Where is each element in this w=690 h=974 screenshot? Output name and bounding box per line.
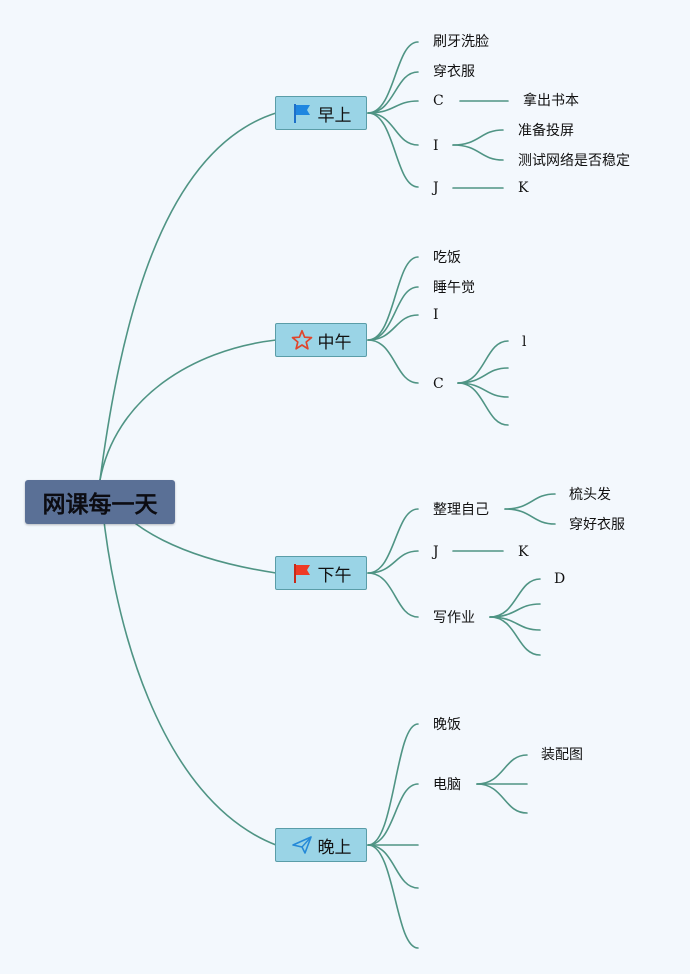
star-outline-icon	[291, 329, 313, 351]
root-topic[interactable]: 网课每一天	[25, 480, 175, 524]
topic-noon-c[interactable]: C	[433, 376, 444, 392]
topic-morning-i[interactable]: I	[433, 138, 439, 154]
topic-afternoon-k[interactable]: K	[518, 544, 529, 560]
branch-evening-label: 晚上	[317, 837, 352, 858]
topic-comb-hair[interactable]: 梳头发	[569, 487, 611, 503]
branch-morning[interactable]: 早上	[275, 96, 367, 130]
branch-evening[interactable]: 晚上	[275, 828, 367, 862]
topic-morning-k[interactable]: K	[518, 180, 529, 196]
topic-dinner[interactable]: 晚饭	[433, 717, 461, 733]
topic-morning-j[interactable]: J	[433, 180, 439, 196]
topic-dress-well[interactable]: 穿好衣服	[569, 517, 625, 533]
topic-noon-i[interactable]: I	[433, 307, 439, 323]
topic-prepare-projection[interactable]: 准备投屏	[518, 123, 574, 139]
branch-morning-label: 早上	[317, 105, 352, 126]
topic-lunch[interactable]: 吃饭	[433, 250, 461, 266]
topic-take-out-books[interactable]: 拿出书本	[523, 93, 579, 109]
topic-brush-wash[interactable]: 刷牙洗脸	[433, 34, 489, 50]
topic-get-dressed[interactable]: 穿衣服	[433, 64, 475, 80]
topic-computer[interactable]: 电脑	[433, 777, 461, 793]
blue-flag-icon	[291, 102, 313, 124]
topic-test-network[interactable]: 测试网络是否稳定	[518, 153, 630, 169]
topic-afternoon-d[interactable]: D	[554, 571, 566, 587]
topic-assembly-drawing[interactable]: 装配图	[541, 747, 583, 763]
topic-noon-l[interactable]: l	[522, 334, 527, 350]
red-flag-icon	[291, 562, 313, 584]
branch-noon[interactable]: 中午	[275, 323, 367, 357]
branch-noon-label: 中午	[317, 332, 352, 353]
branch-afternoon[interactable]: 下午	[275, 556, 367, 590]
topic-nap[interactable]: 睡午觉	[433, 280, 475, 296]
root-topic-label: 网课每一天	[42, 492, 158, 518]
branch-afternoon-label: 下午	[317, 565, 352, 586]
topic-tidy-up[interactable]: 整理自己	[433, 502, 489, 518]
topic-afternoon-j[interactable]: J	[433, 544, 439, 560]
paper-plane-icon	[291, 834, 313, 856]
topic-morning-c[interactable]: C	[433, 93, 444, 109]
topic-homework[interactable]: 写作业	[433, 610, 475, 626]
